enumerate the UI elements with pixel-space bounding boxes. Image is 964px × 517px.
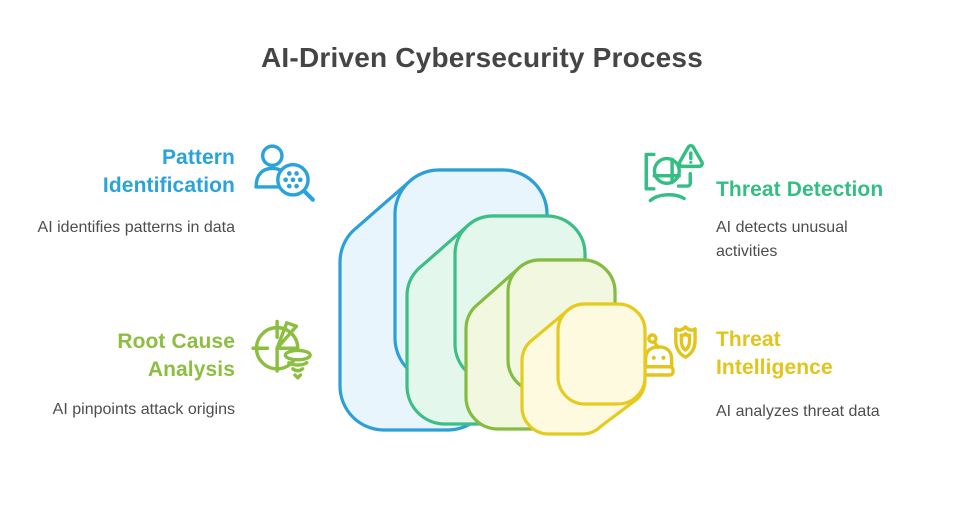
layer-yellow-tile xyxy=(520,302,647,436)
section-text-root-cause-analysis: Root Cause Analysis AI pinpoints attack … xyxy=(35,322,235,422)
section-threat-intelligence: Threat Intelligence AI analyzes threat d… xyxy=(638,320,938,424)
section-title-threat-detection: Threat Detection xyxy=(716,178,884,201)
section-pattern-identification: Pattern Identification AI identifies pat… xyxy=(35,142,327,240)
section-title-threat-intelligence: Threat Intelligence xyxy=(716,328,833,379)
person-magnifier-pattern-icon xyxy=(251,142,317,240)
face-scan-alert-icon xyxy=(638,140,704,264)
section-text-pattern-identification: Pattern Identification AI identifies pat… xyxy=(35,142,235,240)
section-text-threat-detection: Threat Detection AI detects unusual acti… xyxy=(716,140,926,264)
section-description-root-cause-analysis: AI pinpoints attack origins xyxy=(52,401,235,418)
section-root-cause-analysis: Root Cause Analysis AI pinpoints attack … xyxy=(35,319,327,422)
target-tornado-icon xyxy=(251,318,317,422)
robot-shield-icon xyxy=(638,320,704,424)
stacked-layers-graphic xyxy=(330,158,650,458)
section-description-pattern-identification: AI identifies patterns in data xyxy=(37,219,235,236)
section-title-pattern-identification: Pattern Identification xyxy=(102,146,235,197)
section-text-threat-intelligence: Threat Intelligence AI analyzes threat d… xyxy=(716,320,926,424)
section-description-threat-detection: AI detects unusual activities xyxy=(716,219,848,260)
section-title-root-cause-analysis: Root Cause Analysis xyxy=(117,330,235,381)
section-threat-detection: Threat Detection AI detects unusual acti… xyxy=(638,140,938,264)
page-title: AI-Driven Cybersecurity Process xyxy=(261,42,703,73)
section-description-threat-intelligence: AI analyzes threat data xyxy=(716,403,880,420)
